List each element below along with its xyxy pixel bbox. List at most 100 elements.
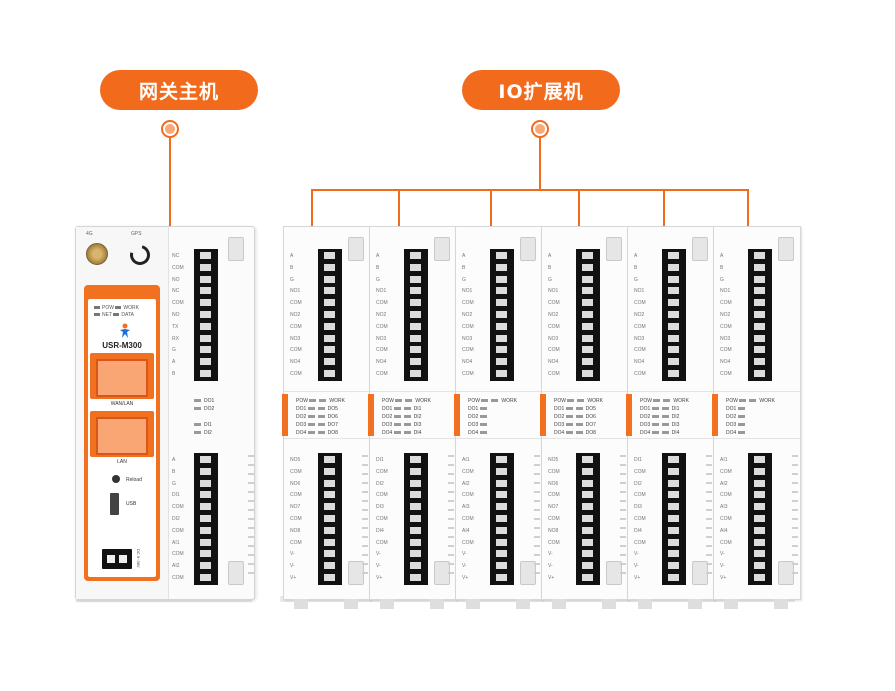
module-top-terminal[interactable] [490, 249, 514, 381]
screw-icon [496, 467, 507, 475]
screw-icon [668, 456, 679, 463]
led-icon [319, 399, 327, 403]
module-top-terminal[interactable] [748, 249, 772, 381]
module-orange-strip [282, 394, 288, 436]
status-label: DO8 [585, 430, 596, 436]
vent-rib [620, 518, 626, 520]
screw-icon [324, 263, 335, 271]
gateway-top-terminal[interactable] [194, 249, 218, 381]
screw-icon [754, 346, 765, 354]
module-top-terminal[interactable] [404, 249, 428, 381]
vent-rib [620, 455, 626, 457]
gateway-leds: POW WORK NET DATA [94, 305, 139, 319]
screw-icon [324, 287, 335, 295]
terminal-label: COM [720, 347, 732, 354]
terminal-label: NO4 [548, 359, 559, 366]
led-icon [395, 399, 403, 403]
module-top-latch[interactable] [434, 237, 450, 261]
reload-button[interactable] [112, 475, 120, 483]
led-icon [565, 431, 573, 435]
terminal-label: NO5 [290, 457, 301, 463]
terminal-label: NO4 [462, 359, 473, 366]
screw-icon [496, 550, 507, 558]
terminal-label: COM [720, 300, 732, 307]
vent-rib [534, 572, 540, 574]
module-bottom-terminal[interactable] [318, 453, 342, 585]
terminal-label: NO5 [548, 457, 559, 463]
terminal-label: NO4 [376, 359, 387, 366]
rj45-icon [96, 417, 148, 455]
status-label: WORK [587, 398, 603, 404]
screw-icon [668, 263, 679, 271]
led-icon [403, 423, 411, 427]
io-drop-line [311, 189, 313, 226]
gateway-top-latch[interactable] [228, 237, 244, 261]
module-bottom-terminal[interactable] [576, 453, 600, 585]
module-orange-strip [540, 394, 546, 436]
led-icon [405, 399, 413, 403]
vent-rib [792, 554, 798, 556]
status-label: DO1 [468, 406, 479, 412]
module-orange-strip [368, 394, 374, 436]
screw-icon [200, 491, 211, 499]
status-label: DO2 [726, 414, 737, 420]
led-icon [393, 431, 401, 435]
module-top-terminal[interactable] [318, 249, 342, 381]
module-bottom-terminal[interactable] [662, 453, 686, 585]
terminal-label: NO3 [290, 335, 301, 342]
screw-icon [668, 491, 679, 499]
terminal-label: NC [172, 253, 180, 259]
module-top-latch[interactable] [520, 237, 536, 261]
screw-icon [582, 346, 593, 354]
module-foot [774, 599, 788, 609]
module-top-latch[interactable] [606, 237, 622, 261]
vent-rib [792, 518, 798, 520]
screw-icon [754, 526, 765, 534]
vent-rib [448, 563, 454, 565]
gateway-bottom-latch[interactable] [228, 561, 244, 585]
vent-rib [448, 482, 454, 484]
terminal-label: COM [462, 492, 474, 499]
screw-icon [668, 562, 679, 570]
led-icon [651, 415, 659, 419]
terminal-label: B [172, 370, 176, 377]
module-bottom-terminal[interactable] [404, 453, 428, 585]
module-top-terminal[interactable] [662, 249, 686, 381]
lan-port[interactable] [90, 411, 154, 457]
module-bottom-terminal[interactable] [490, 453, 514, 585]
module-top-terminal[interactable] [576, 249, 600, 381]
terminal-label: V- [720, 563, 725, 570]
module-foot [430, 599, 444, 609]
vent-rib [448, 545, 454, 547]
led-icon [575, 407, 583, 411]
terminal-label: NO4 [634, 359, 645, 366]
terminal-label: NO3 [720, 335, 731, 342]
usb-port[interactable] [110, 493, 119, 515]
gateway-bottom-terminal[interactable] [194, 453, 218, 585]
module-top-latch[interactable] [348, 237, 364, 261]
screw-icon [324, 322, 335, 330]
terminal-label: A [172, 457, 176, 463]
vent-rib [620, 536, 626, 538]
led-pow-label: POW [102, 305, 114, 311]
gateway-connector-dot [163, 122, 177, 136]
screw-icon [410, 299, 421, 307]
terminal-label: COM [462, 300, 474, 307]
module-top-latch[interactable] [778, 237, 794, 261]
power-terminal[interactable] [102, 549, 132, 569]
terminal-label: DI2 [634, 480, 642, 487]
vent-rib [534, 500, 540, 502]
module-top-latch[interactable] [692, 237, 708, 261]
terminal-label: COM [634, 492, 646, 499]
led-icon [317, 415, 325, 419]
screw-icon [410, 252, 421, 259]
status-label: DO4 [726, 430, 737, 436]
wan-port[interactable] [90, 353, 154, 399]
vent-rib [792, 509, 798, 511]
module-bottom-terminal[interactable] [748, 453, 772, 585]
